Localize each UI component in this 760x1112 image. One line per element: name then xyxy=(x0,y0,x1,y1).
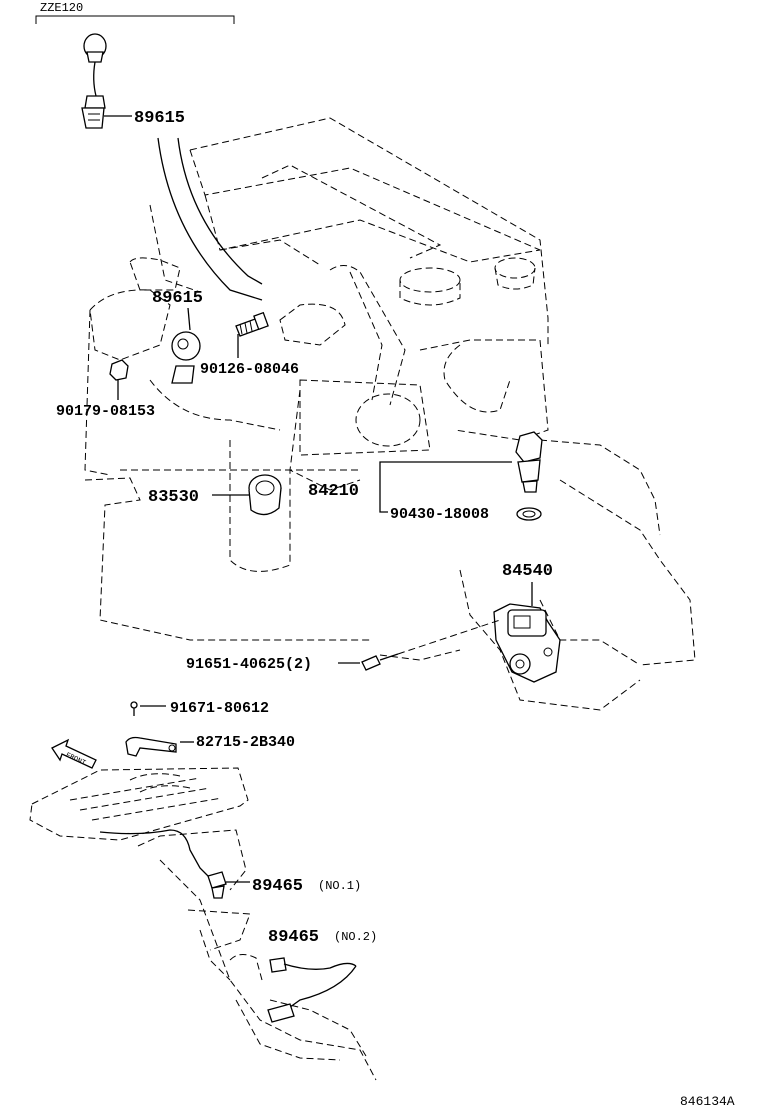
exhaust-manifold-outline xyxy=(29,767,377,1081)
part-number-89615-mid: 89615 xyxy=(152,289,203,308)
nut-90179[interactable] xyxy=(109,359,129,381)
part-number-82715: 82715-2B340 xyxy=(196,734,295,751)
leader-84210-lower xyxy=(379,490,388,513)
model-header: ZZE120 xyxy=(35,1,235,24)
bolt-91671[interactable] xyxy=(130,701,138,716)
o2-sensor-no2[interactable] xyxy=(267,957,357,1023)
knock-sensor-wire-2 xyxy=(177,137,263,285)
o2-sensor-no1[interactable] xyxy=(99,829,227,899)
note-89465-no2: (NO.2) xyxy=(334,930,377,944)
part-number-89465-no2: 89465 xyxy=(268,928,319,947)
part-number-83530: 83530 xyxy=(148,488,199,507)
part-number-90430: 90430-18008 xyxy=(390,506,489,523)
part-number-89615-top: 89615 xyxy=(134,109,185,128)
bolt-91651-guide xyxy=(397,619,501,655)
bolt-91651[interactable] xyxy=(361,653,399,671)
part-number-90126: 90126-08046 xyxy=(200,361,299,378)
knock-sensor-wire xyxy=(157,137,263,301)
part-number-91651: 91651-40625(2) xyxy=(186,656,312,673)
leader-89615-mid xyxy=(187,307,191,331)
figure-reference: 846134A xyxy=(680,1094,735,1109)
note-89465-no1: (NO.1) xyxy=(318,879,361,893)
part-number-91671: 91671-80612 xyxy=(170,700,269,717)
engine-outline xyxy=(84,117,696,711)
bolt-90126[interactable] xyxy=(235,311,269,337)
part-number-90179: 90179-08153 xyxy=(56,403,155,420)
leader-84210-upper xyxy=(379,461,512,490)
knock-sensor-mid[interactable] xyxy=(171,331,201,384)
part-number-84210: 84210 xyxy=(308,482,359,501)
bracket-82715[interactable] xyxy=(125,736,177,757)
neutral-start-switch[interactable] xyxy=(493,603,561,683)
knock-sensor-top-connector[interactable] xyxy=(81,33,107,129)
oil-pressure-switch[interactable] xyxy=(248,474,282,516)
model-code: ZZE120 xyxy=(40,1,83,15)
water-temp-sensor[interactable] xyxy=(515,431,543,493)
gasket-90430[interactable] xyxy=(516,507,542,521)
front-arrow: FRONT xyxy=(51,738,97,769)
part-number-84540: 84540 xyxy=(502,562,553,581)
part-number-89465-no1: 89465 xyxy=(252,877,303,896)
